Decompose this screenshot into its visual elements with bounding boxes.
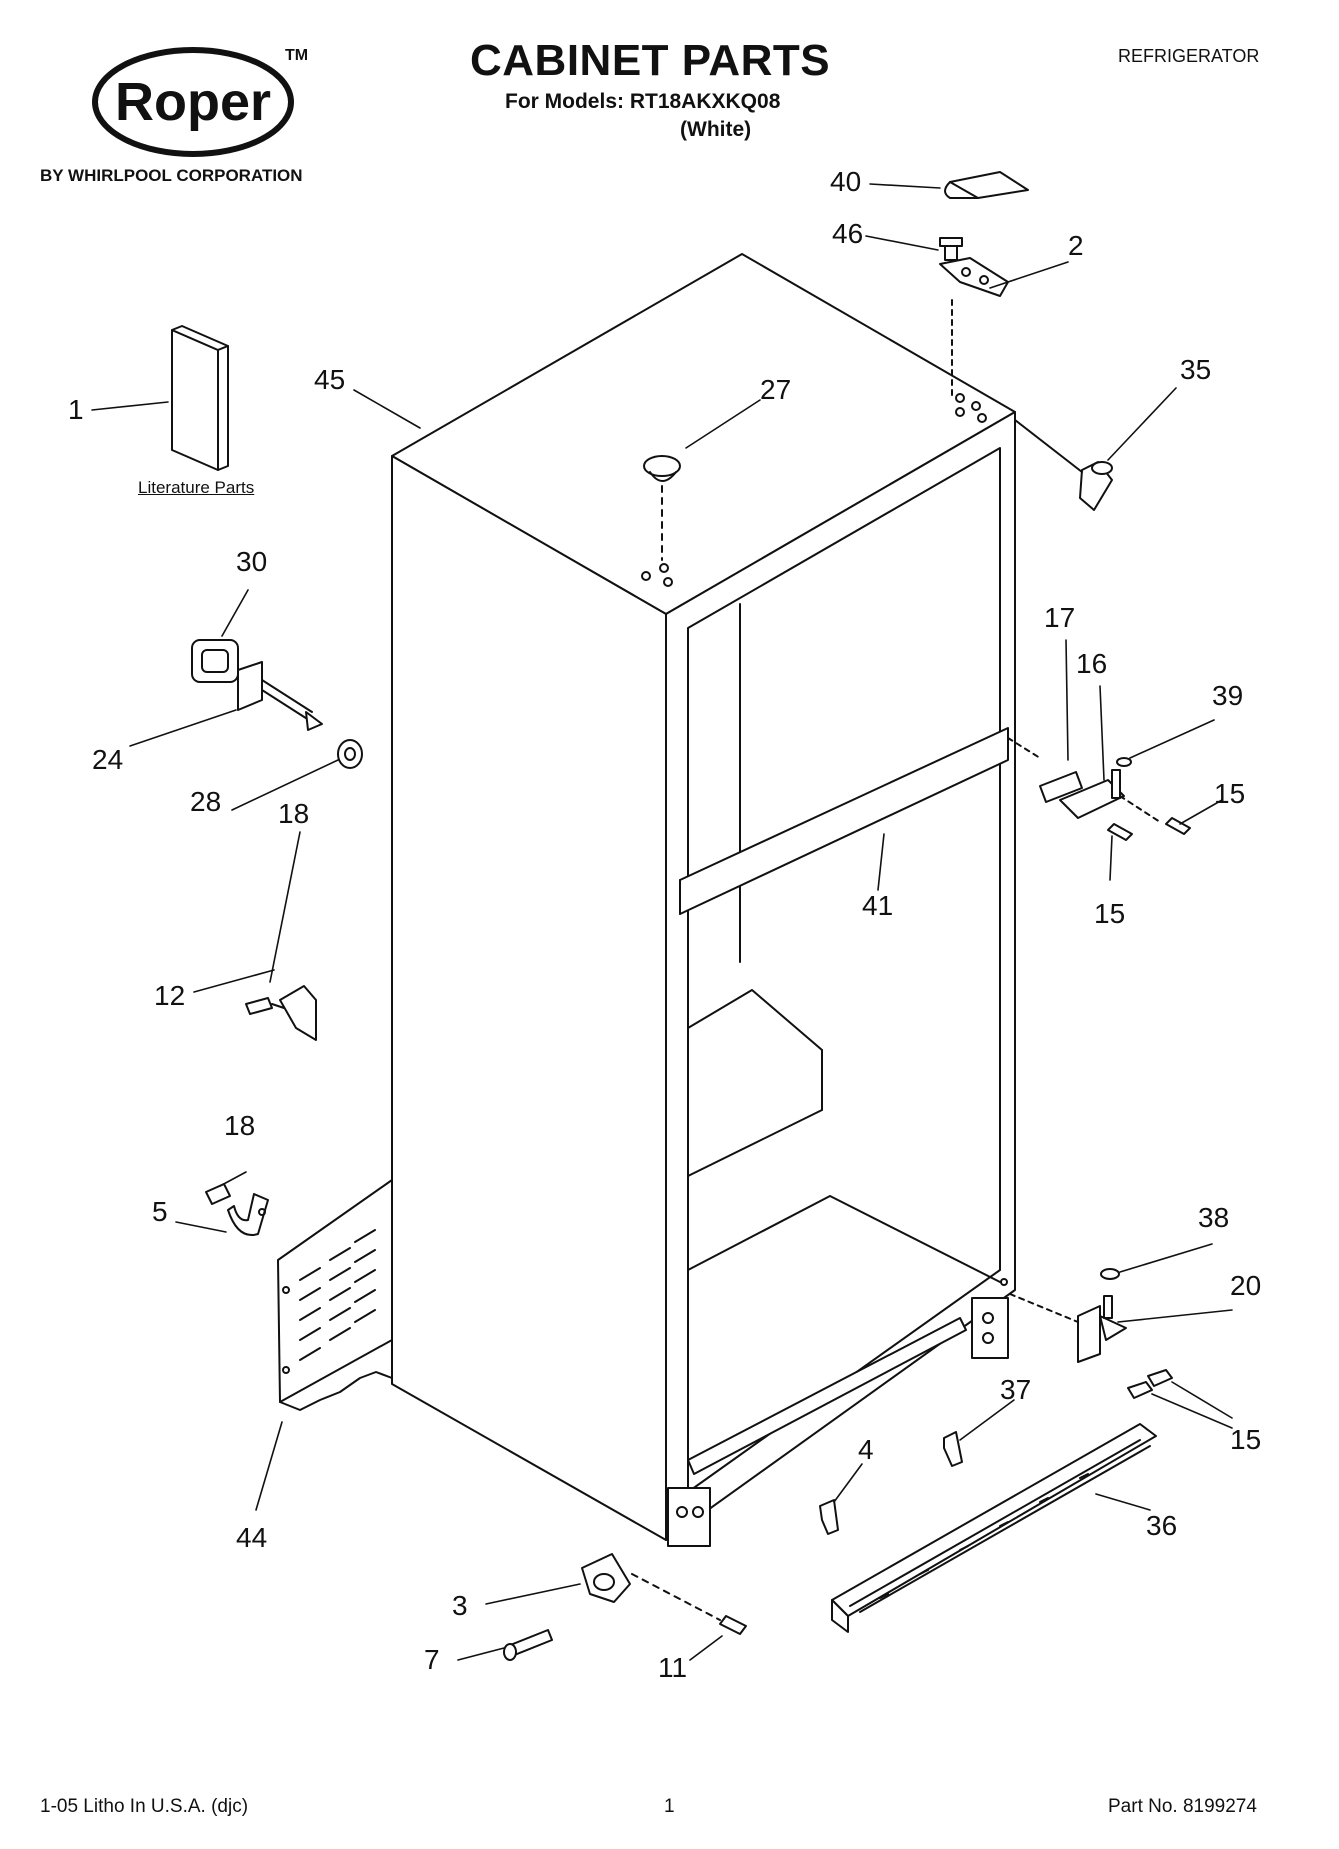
logo-wordmark: Roper <box>115 72 271 132</box>
color-line: (White) <box>680 118 752 141</box>
lower-left-clamp <box>205 1183 269 1236</box>
callout-5: 5 <box>152 1196 168 1227</box>
logo-trademark: TM <box>285 47 308 64</box>
callout-15-upper-right: 15 <box>1214 778 1246 809</box>
callout-15-upper-below: 15 <box>1094 898 1126 929</box>
top-hinge-assembly <box>939 171 1029 397</box>
callout-12: 12 <box>154 980 186 1011</box>
leveling-leg-parts <box>191 639 363 769</box>
callout-2: 2 <box>1068 230 1084 261</box>
upper-left-bracket <box>245 985 317 1041</box>
callout-18-lower: 18 <box>224 1110 256 1141</box>
screw-11 <box>719 1615 747 1635</box>
models-line: For Models: RT18AKXKQ08 <box>505 90 781 113</box>
callout-18-upper: 18 <box>278 798 310 829</box>
callout-7: 7 <box>424 1644 440 1675</box>
literature-booklet <box>171 325 229 471</box>
screw-7 <box>503 1629 553 1661</box>
footer-litho: 1-05 Litho In U.S.A. (djc) <box>40 1796 249 1817</box>
rear-access-panel <box>277 1179 393 1411</box>
callout-16: 16 <box>1076 648 1108 679</box>
manufacturer-text: BY WHIRLPOOL CORPORATION <box>40 166 303 185</box>
center-hinge-assembly <box>1007 737 1191 841</box>
callout-28: 28 <box>190 786 222 817</box>
callout-11: 11 <box>658 1652 688 1683</box>
page-number: 1 <box>664 1796 675 1817</box>
page-title: CABINET PARTS <box>470 36 831 85</box>
callout-3: 3 <box>452 1590 468 1621</box>
toe-grille <box>831 1423 1157 1633</box>
callout-36: 36 <box>1146 1510 1178 1541</box>
callout-15-lower: 15 <box>1230 1424 1262 1455</box>
callout-40: 40 <box>830 166 862 197</box>
callout-45: 45 <box>314 364 346 395</box>
callout-20: 20 <box>1230 1270 1262 1301</box>
callout-27: 27 <box>760 374 792 405</box>
plug-button <box>643 455 681 561</box>
callout-37: 37 <box>1000 1374 1032 1405</box>
callout-24: 24 <box>92 744 124 775</box>
callout-46: 46 <box>832 218 864 249</box>
callout-41: 41 <box>862 890 894 921</box>
callout-30: 30 <box>236 546 268 577</box>
roper-logo: Roper TM <box>92 47 308 157</box>
category-label: REFRIGERATOR <box>1118 46 1260 66</box>
part-number: Part No. 8199274 <box>1108 1796 1257 1817</box>
leveling-bracket-3 <box>581 1553 721 1621</box>
bottom-hinge-assembly <box>1009 1268 1173 1399</box>
refrigerator-cabinet <box>391 253 1016 1547</box>
callout-17: 17 <box>1044 602 1076 633</box>
callout-1: 1 <box>68 394 84 425</box>
callout-39: 39 <box>1212 680 1244 711</box>
callout-35: 35 <box>1180 354 1212 385</box>
callout-4: 4 <box>858 1434 874 1465</box>
grille-clip-37 <box>943 1431 963 1467</box>
grille-clip-4 <box>819 1499 839 1535</box>
literature-parts-caption: Literature Parts <box>138 478 255 497</box>
hinge-pin-cover <box>1014 419 1113 511</box>
callout-44: 44 <box>236 1522 268 1553</box>
callout-38: 38 <box>1198 1202 1230 1233</box>
leader-lines <box>91 183 1233 1661</box>
